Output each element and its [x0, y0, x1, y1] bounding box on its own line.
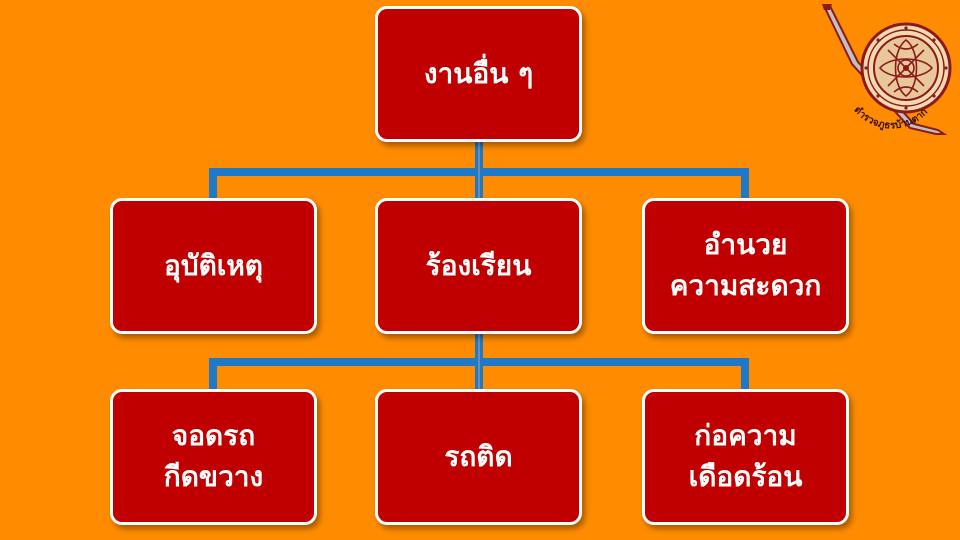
node-convenience: อำนวย ความสะดวก — [642, 198, 849, 334]
node-convenience-label: อำนวย ความสะดวก — [669, 228, 822, 302]
root-label: งานอื่น ๆ — [423, 56, 534, 90]
node-parking-obstruction: จอดรถ กีดขวาง — [110, 389, 317, 525]
node-complaint: ร้องเรียน — [375, 198, 582, 334]
node-accident-label: อุบัติเหตุ — [164, 248, 263, 282]
node-nuisance-label: ก่อความ เดือดร้อน — [688, 419, 803, 493]
node-complaint-label: ร้องเรียน — [425, 248, 532, 282]
police-seal-icon: ตำรวจภูธรบ้านตาก — [822, 4, 952, 135]
node-nuisance: ก่อความ เดือดร้อน — [642, 389, 849, 525]
node-traffic-jam-label: รถติด — [444, 439, 513, 473]
root-node: งานอื่น ๆ — [375, 6, 582, 142]
node-parking-obstruction-label: จอดรถ กีดขวาง — [163, 419, 264, 493]
node-traffic-jam: รถติด — [375, 389, 582, 525]
node-accident: อุบัติเหตุ — [110, 198, 317, 334]
